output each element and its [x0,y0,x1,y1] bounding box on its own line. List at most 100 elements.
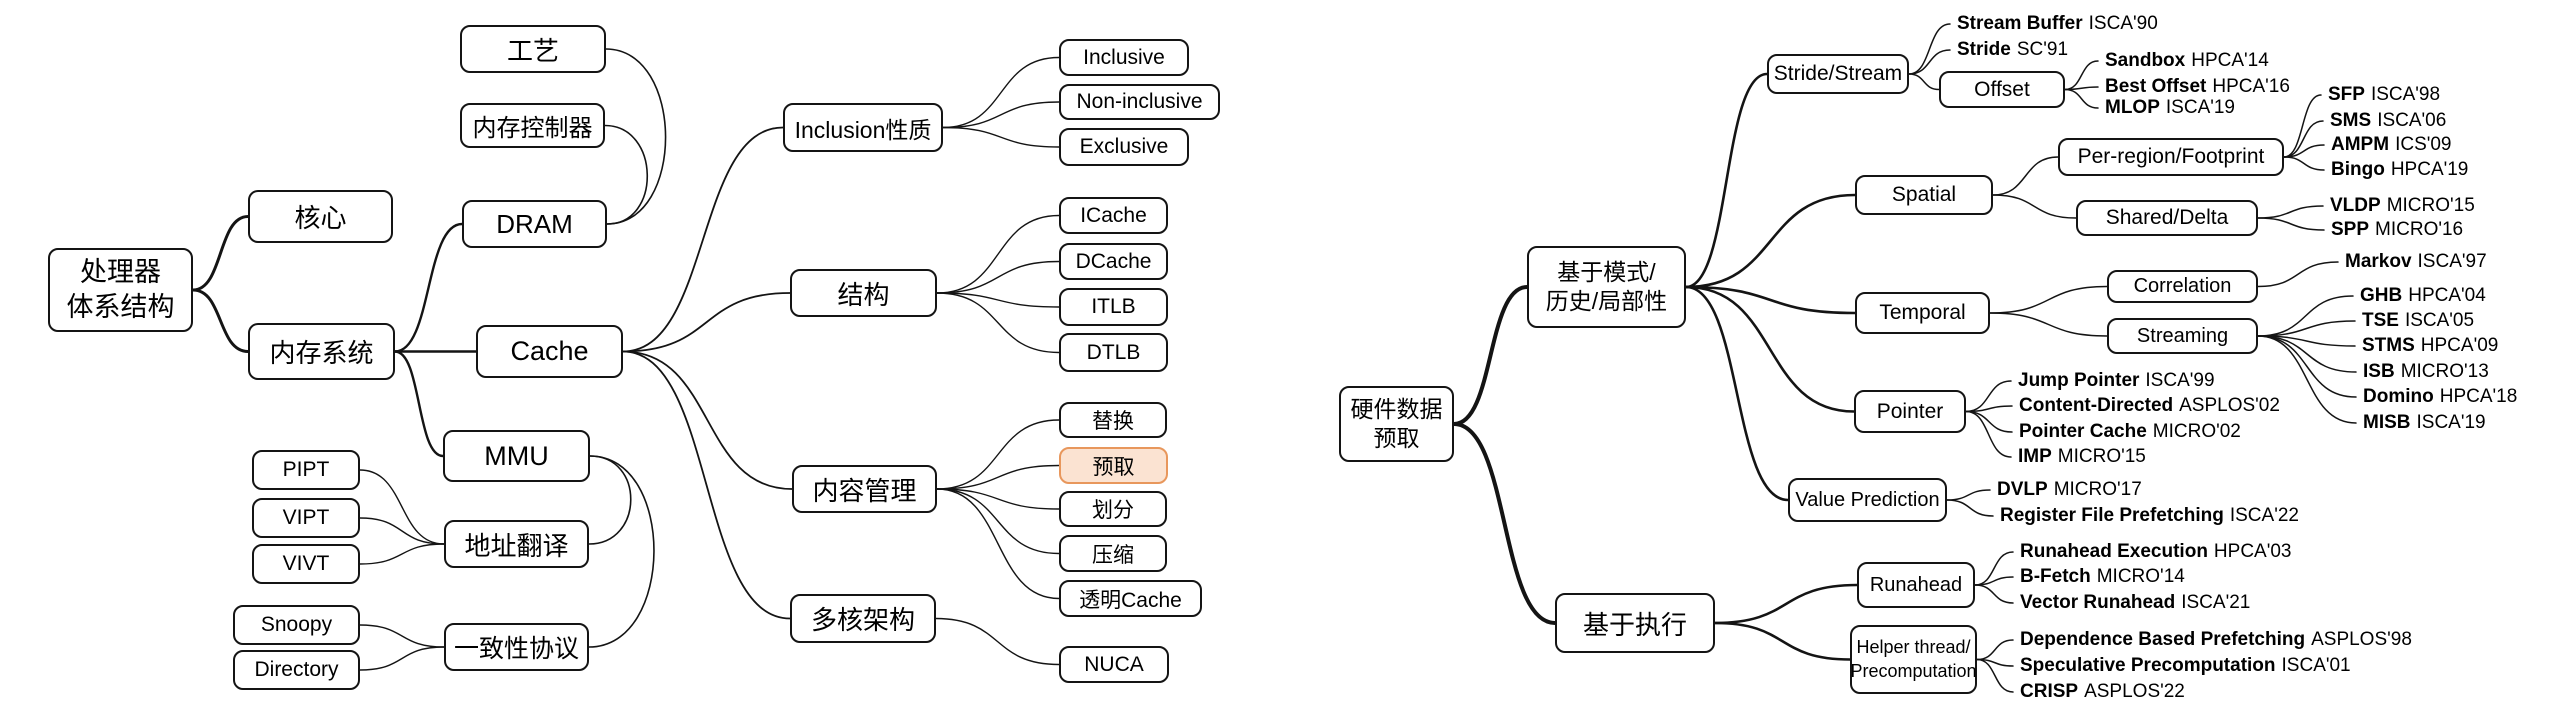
node-processor-architecture-line1: 处理器 [80,257,161,288]
node-itlb: ITLB [1059,288,1168,326]
node-value-prediction: Value Prediction [1788,478,1947,522]
node-inclusive: Inclusive [1059,39,1189,76]
paper-name: Dependence Based Prefetching [2020,629,2306,650]
node-processor-architecture: 处理器 体系结构 [48,248,193,332]
paper-name: MLOP [2105,97,2160,118]
node-runahead: Runahead [1857,562,1975,608]
node-pattern-line1: 基于模式/ [1557,258,1656,285]
node-correlation: Correlation [2107,270,2258,303]
node-execution-based: 基于执行 [1555,593,1715,653]
paper-venue: ISCA'19 [2165,97,2235,118]
node-multicore-arch: 多核架构 [790,594,936,643]
paper-name: SFP [2328,84,2365,105]
node-directory: Directory [233,650,360,690]
node-partition: 划分 [1059,491,1167,527]
paper-name: SPP [2331,219,2370,240]
node-compression: 压缩 [1059,535,1167,572]
paper-name: Stream Buffer [1957,13,2083,34]
paper-name: Pointer Cache [2019,421,2147,442]
node-nuca: NUCA [1059,646,1169,683]
paper-venue: MICRO'17 [2053,479,2142,500]
paper-venue: ISCA'90 [2088,13,2158,34]
node-temporal: Temporal [1855,292,1990,334]
paper-venue: MICRO'15 [2057,446,2146,467]
paper-name: Markov [2345,251,2412,272]
paper-name: DVLP [1997,479,2048,500]
paper-venue: HPCA'09 [2420,335,2499,356]
node-processor-architecture-line2: 体系结构 [66,292,175,322]
paper-venue: ISCA'05 [2404,310,2475,331]
node-dtlb: DTLB [1059,333,1168,372]
paper-name: TSE [2362,310,2399,331]
paper-venue: ISCA'01 [2281,655,2351,676]
paper-venue: HPCA'03 [2213,541,2292,562]
node-helper-line1: Helper thread/ [1856,637,1971,658]
paper-name: B-Fetch [2020,566,2091,587]
paper-name: STMS [2362,335,2415,356]
paper-venue: HPCA'16 [2212,76,2290,97]
paper-venue: HPCA'18 [2439,386,2518,407]
node-helper-line2: Precomputation [1850,660,1977,681]
paper-venue: MICRO'13 [2400,361,2489,382]
paper-name: ISB [2363,361,2395,382]
paper-name: GHB [2360,285,2403,306]
paper-name: IMP [2018,446,2052,467]
node-dcache: DCache [1059,243,1168,280]
paper-venue: MICRO'02 [2152,421,2241,442]
node-replacement: 替换 [1059,402,1167,438]
paper-venue: ISCA'22 [2229,505,2299,526]
paper-venue: ISCA'21 [2181,592,2251,613]
node-helper-thread-precomputation: Helper thread/ Precomputation [1850,625,1977,694]
node-hardware-data-prefetch-line2: 预取 [1373,425,1420,451]
paper-venue: ICS'09 [2395,134,2452,155]
paper-venue: MICRO'14 [2096,566,2185,587]
paper-venue: ASPLOS'22 [2084,681,2185,702]
node-transparent-cache: 透明Cache [1059,580,1202,617]
node-coherence-protocol: 一致性协议 [444,623,589,671]
paper-name: SMS [2330,110,2372,131]
paper-venue: MICRO'15 [2386,195,2475,216]
paper-venue: ISCA'97 [2417,251,2487,272]
paper-venue: ISCA'06 [2377,110,2447,131]
node-memory-controller: 内存控制器 [460,103,605,148]
paper-venue: ISCA'99 [2145,370,2215,391]
node-vipt: VIPT [252,498,360,538]
paper-name: Best Offset [2105,76,2207,97]
paper-venue: ASPLOS'02 [2179,395,2280,416]
node-pointer: Pointer [1854,390,1966,433]
node-structure: 结构 [790,269,937,317]
node-spatial: Spatial [1855,175,1993,215]
paper-venue: SC'91 [2016,39,2069,60]
paper-name: Domino [2363,386,2434,407]
paper-name: MISB [2363,412,2411,433]
paper-name: Bingo [2331,159,2385,180]
node-vivt: VIVT [252,544,360,584]
node-prefetch-highlighted: 预取 [1059,447,1168,484]
